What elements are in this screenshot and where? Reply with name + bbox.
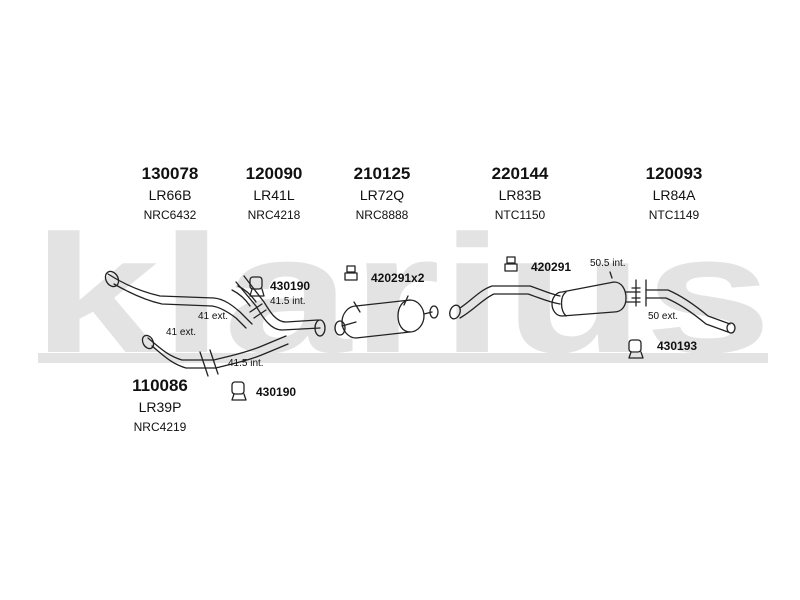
part-number: 120090 (245, 164, 303, 183)
dimension-label: 41 ext. (166, 327, 197, 338)
part-ref: LR41L (253, 187, 295, 203)
part-number: 220144 (491, 164, 549, 183)
accessory-number: 430190 (256, 385, 297, 399)
part-number: 210125 (353, 164, 411, 183)
part-label-220144: 220144 LR83B NTC1150 (460, 164, 580, 223)
part-number: 130078 (141, 164, 199, 183)
dimension-label: 41 ext. (198, 311, 229, 322)
part-ref: LR83B (498, 187, 542, 203)
part-ref: LR39P (138, 399, 182, 415)
part-oem: NRC8888 (355, 208, 409, 222)
tail-pipe-120093 (631, 279, 736, 334)
dimension-label: 50.5 int. (590, 258, 626, 269)
dimension-label: 41.5 int. (270, 296, 306, 307)
part-number: 110086 (132, 376, 188, 395)
front-pipe-130078 (104, 270, 257, 329)
part-label-120093: 120093 LR84A NTC1149 (614, 164, 734, 223)
accessory-number: 430193 (657, 339, 698, 353)
part-ref: LR84A (652, 187, 696, 203)
accessory-number: 420291x2 (371, 271, 425, 285)
part-label-120090: 120090 LR41L NRC4218 (214, 164, 334, 223)
front-pipe-120090 (235, 275, 326, 337)
part-label-130078: 130078 LR66B NRC6432 (110, 164, 230, 223)
part-ref: LR72Q (359, 187, 405, 203)
part-oem: NRC4219 (133, 420, 187, 434)
part-number: 120093 (645, 164, 703, 183)
dimension-label: 50 ext. (648, 311, 679, 322)
part-oem: NRC4218 (247, 208, 301, 222)
part-oem: NRC6432 (143, 208, 197, 222)
part-ref: LR66B (148, 187, 192, 203)
middle-silencer-210125 (334, 295, 439, 339)
part-label-110086: 110086 LR39P NRC4219 (100, 376, 220, 435)
clamp-lower (231, 381, 247, 401)
part-oem: NTC1149 (648, 208, 700, 222)
mount-420291 (504, 256, 518, 272)
accessory-number: 420291 (531, 260, 572, 274)
part-label-210125: 210125 LR72Q NRC8888 (322, 164, 442, 223)
rear-pipe-220144 (449, 271, 641, 320)
mounts-420291x2 (344, 265, 358, 281)
pipe-110086 (141, 334, 289, 377)
clamp-front (249, 276, 265, 297)
watermark-logo-text: klarius (32, 200, 772, 388)
clamp-rear (628, 339, 644, 359)
part-oem: NTC1150 (494, 208, 546, 222)
accessory-number: 430190 (270, 279, 311, 293)
watermark-underline (38, 353, 768, 363)
dimension-label: 41.5 int. (228, 358, 264, 369)
